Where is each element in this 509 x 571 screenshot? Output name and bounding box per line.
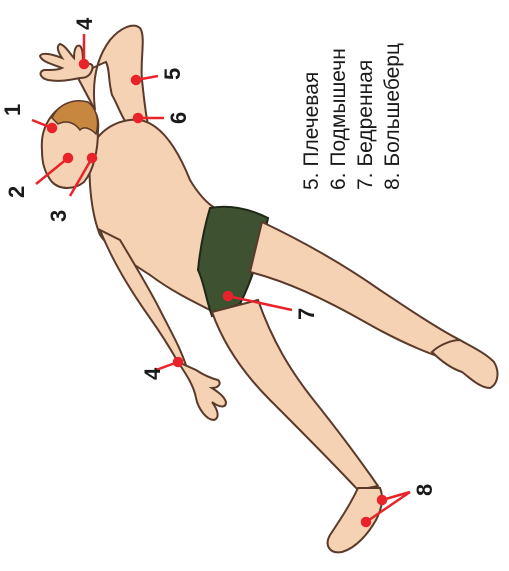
legend-item-5: 5. Плечевая (298, 0, 325, 190)
legend-item-7: 7. Бедренная (352, 0, 379, 190)
legend: 5. Плечевая 6. Подмышечн 7. Бедренная 8.… (298, 0, 406, 190)
legend-item-6: 6. Подмышечн (325, 0, 352, 190)
legend-item-8: 8. Большеберц (379, 0, 406, 190)
